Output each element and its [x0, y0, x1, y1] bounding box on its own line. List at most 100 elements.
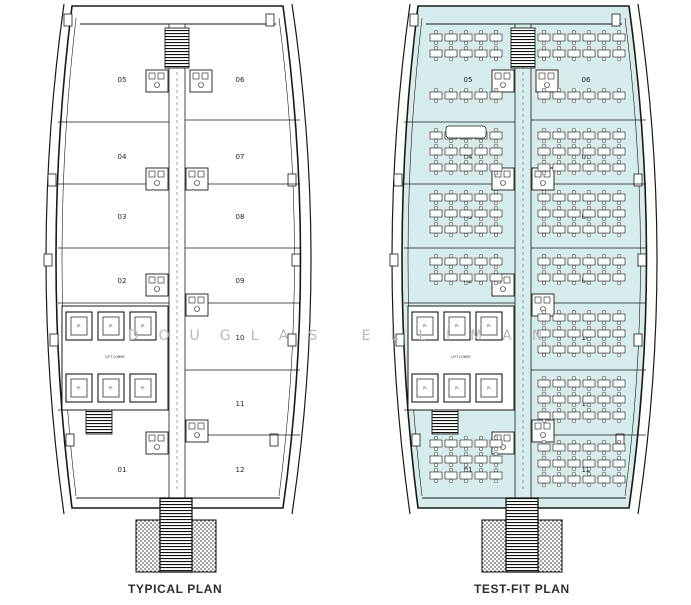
chair: [601, 402, 607, 408]
desk: [537, 91, 551, 100]
chair: [478, 200, 484, 206]
workstation-icon: [552, 391, 566, 408]
desk: [552, 411, 566, 420]
chair: [493, 200, 499, 206]
desk: [597, 459, 611, 468]
unit-label: 04: [118, 153, 127, 161]
desk: [582, 257, 596, 266]
desk: [474, 209, 488, 218]
chair: [541, 375, 547, 381]
unit-label: 03: [118, 213, 127, 221]
basin: [540, 180, 546, 186]
workstation-icon: [444, 435, 458, 452]
desk: [597, 395, 611, 404]
chair: [463, 189, 469, 195]
workstation-icon: [552, 159, 566, 176]
chair: [493, 478, 499, 484]
desk: [537, 163, 551, 172]
chair: [616, 418, 622, 424]
column: [633, 333, 643, 347]
workstation-icon: [582, 205, 596, 222]
chair: [541, 221, 547, 227]
desk: [459, 455, 473, 464]
workstation-icon: [597, 391, 611, 408]
chair: [463, 478, 469, 484]
basin: [544, 82, 550, 88]
wc-fixture: [188, 170, 196, 178]
chair: [433, 189, 439, 195]
desk: [429, 471, 443, 480]
chair: [586, 439, 592, 445]
desk: [429, 49, 443, 58]
lift-car: [102, 378, 120, 398]
chair: [601, 455, 607, 461]
workstation-icon: [552, 127, 566, 144]
chair: [463, 280, 469, 286]
chair: [556, 471, 562, 477]
workstation-icon: [459, 435, 473, 452]
unit-label: 05: [464, 76, 473, 84]
chair: [493, 253, 499, 259]
chair: [433, 467, 439, 473]
chair: [586, 87, 592, 93]
chair: [586, 309, 592, 315]
workstation-icon: [444, 29, 458, 46]
chair: [571, 170, 577, 176]
chair: [541, 189, 547, 195]
desk: [474, 163, 488, 172]
workstation-icon: [552, 29, 566, 46]
workstation-icon: [444, 159, 458, 176]
desk: [537, 193, 551, 202]
chair: [601, 341, 607, 347]
workstation-icon: [489, 205, 503, 222]
chair: [433, 29, 439, 35]
workstation-icon: [444, 451, 458, 468]
workstation-icon: [474, 143, 488, 160]
chair: [448, 56, 454, 62]
desk: [489, 49, 503, 58]
chair: [616, 466, 622, 472]
chair: [541, 87, 547, 93]
chair: [586, 407, 592, 413]
chair: [433, 200, 439, 206]
workstation-icon: [582, 143, 596, 160]
chair: [616, 391, 622, 397]
chair: [541, 200, 547, 206]
chair: [601, 98, 607, 104]
unit-label: 04: [464, 153, 473, 161]
desk: [597, 131, 611, 140]
desk: [552, 313, 566, 322]
chair: [616, 352, 622, 358]
desk: [597, 193, 611, 202]
chair: [571, 200, 577, 206]
workstation-icon: [552, 269, 566, 286]
workstation-icon: [567, 29, 581, 46]
column: [65, 433, 75, 447]
chair: [571, 482, 577, 488]
lift-car-label: PL: [109, 324, 113, 328]
lift-car-icon: PL: [65, 373, 93, 403]
workstation-icon: [567, 127, 581, 144]
chair: [556, 221, 562, 227]
wc-fixture: [547, 72, 555, 80]
chair: [463, 435, 469, 441]
chair: [601, 439, 607, 445]
chair: [463, 446, 469, 452]
chair: [601, 143, 607, 149]
chair: [571, 221, 577, 227]
washroom-block: [145, 273, 169, 297]
chair: [463, 56, 469, 62]
washroom-icon: [145, 431, 169, 455]
chair: [478, 205, 484, 211]
chair: [493, 216, 499, 222]
wc-fixture: [148, 276, 156, 284]
desk: [612, 33, 626, 42]
lift-car: [448, 316, 466, 336]
workstation-icon: [444, 253, 458, 270]
chair: [448, 269, 454, 275]
chair: [616, 159, 622, 165]
desk: [597, 33, 611, 42]
wc-fixture: [538, 72, 546, 80]
workstation-icon: [474, 159, 488, 176]
